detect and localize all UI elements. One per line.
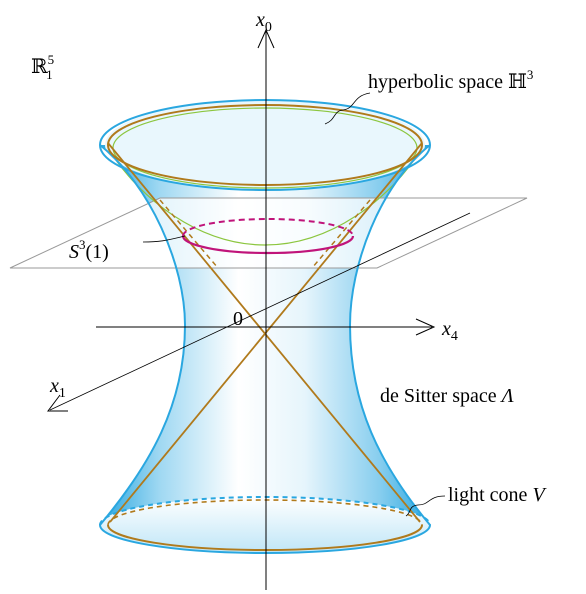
- lightcone-symbol: V: [532, 484, 547, 506]
- light-cone-bottom-front: [107, 524, 423, 551]
- lightcone-leader: [405, 495, 446, 517]
- x1-axis: [49, 212, 471, 411]
- x1-arrowhead: [47, 394, 68, 412]
- light-cone-dash-2: [311, 199, 371, 269]
- hyperbolic-leader: [324, 92, 371, 125]
- sphere-label: S3(1): [69, 237, 109, 263]
- light-cone-dash-1: [159, 199, 219, 269]
- top-rim-outer: [99, 99, 431, 191]
- x0-arrowhead: [257, 28, 275, 49]
- desitter-text: de Sitter space: [380, 385, 502, 407]
- hyperboloid-left-edge: [99, 144, 187, 526]
- x0-label: x0: [255, 9, 272, 35]
- sphere-rest: (1): [86, 241, 109, 263]
- x4-label: x4: [441, 318, 458, 344]
- light-cone-line-1: [107, 142, 421, 523]
- x4-label-sub: 4: [451, 329, 458, 344]
- lightcone-text: light cone: [448, 484, 532, 506]
- x1-label-sub: 1: [59, 386, 66, 401]
- x0-label-sub: 0: [265, 20, 272, 35]
- space-label-sub: 1: [46, 67, 53, 82]
- hyperbolic-sup: 3: [527, 67, 534, 82]
- lightcone-label: light cone V: [448, 484, 547, 506]
- hyperbolic-sheet-curve: [107, 147, 423, 246]
- cross-section-plane: [9, 197, 528, 269]
- x4-arrowhead: [415, 318, 436, 336]
- origin-label: 0: [233, 308, 243, 330]
- bottom-rim-front: [99, 524, 431, 554]
- hyperbolic-symbol: ℍ: [508, 71, 527, 93]
- desitter-symbol: Λ: [500, 385, 514, 407]
- hyperbolic-label: hyperbolic space ℍ3: [368, 67, 533, 93]
- hyperbolic-text: hyperbolic space: [368, 71, 508, 93]
- desitter-label: de Sitter space Λ: [380, 385, 514, 407]
- sphere-sup: 3: [79, 237, 86, 252]
- x1-label: x1: [49, 375, 66, 401]
- x1-label-base: x: [49, 375, 59, 397]
- sphere-leader: [142, 235, 186, 243]
- bottom-rim-fill: [100, 497, 430, 553]
- sphere-front: [181, 235, 355, 255]
- space-label-base: ℝ: [31, 56, 48, 78]
- x0-label-base: x: [255, 9, 265, 31]
- top-rim-interior: [105, 100, 425, 190]
- sphere-base: S: [69, 241, 79, 263]
- sphere-back: [182, 218, 354, 237]
- light-cone-bottom-back: [107, 499, 423, 526]
- x4-label-base: x: [441, 318, 451, 340]
- light-cone-top: [107, 104, 423, 186]
- space-label-sup: 5: [48, 52, 55, 67]
- hyperboloid-right-edge: [348, 144, 431, 526]
